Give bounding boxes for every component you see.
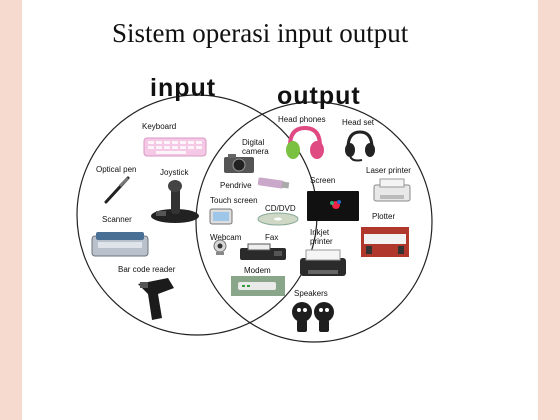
webcam-label: Webcam [210,233,242,242]
head-set-label: Head set [342,118,375,127]
head-phones-icon [286,125,324,159]
modem-label: Modem [244,266,271,275]
laser-printer-icon [373,178,411,202]
inkjet-printer-label-2: printer [310,237,333,246]
pendrive-label: Pendrive [220,181,252,190]
slide: Sistem operasi input output input output… [22,0,538,420]
bar-code-reader-label: Bar code reader [118,265,176,274]
keyboard-icon [143,137,207,157]
bar-code-reader-icon [138,278,174,320]
slide-title: Sistem operasi input output [112,18,409,48]
output-set-label: output [277,82,361,110]
speakers-label: Speakers [294,289,328,298]
head-phones-label: Head phones [278,115,326,124]
left-decorative-strip [0,0,22,420]
right-decorative-strip [538,0,560,420]
keyboard-label: Keyboard [142,122,177,131]
speakers-icon [292,302,334,332]
digital-camera-label-1: Digital [242,138,265,147]
webcam-icon [213,239,227,255]
touch-screen-icon [209,208,233,225]
scanner-label: Scanner [102,215,132,224]
fax-icon [240,243,286,260]
pendrive-icon [257,177,290,189]
optical-pen-label: Optical pen [96,165,137,174]
plotter-label: Plotter [372,212,396,221]
inkjet-printer-icon [300,249,346,276]
head-set-icon [345,130,375,162]
joystick-label: Joystick [160,168,189,177]
scanner-icon [91,232,149,257]
output-circle [195,101,433,343]
joystick-icon [151,180,199,223]
screen-icon [307,191,359,221]
touch-screen-label: Touch screen [210,196,258,205]
fax-label: Fax [265,233,279,242]
digital-camera-label-2: camera [242,147,269,156]
laser-printer-label: Laser printer [366,166,411,175]
optical-pen-icon [104,176,130,204]
inkjet-printer-label-1: Inkjet [310,228,330,237]
cd-dvd-label: CD/DVD [265,204,296,213]
input-set-label: input [150,74,217,102]
cd-dvd-icon [257,212,299,226]
plotter-icon [361,227,409,257]
screen-label: Screen [310,176,336,185]
modem-icon [231,276,285,296]
digital-camera-icon [224,154,254,173]
